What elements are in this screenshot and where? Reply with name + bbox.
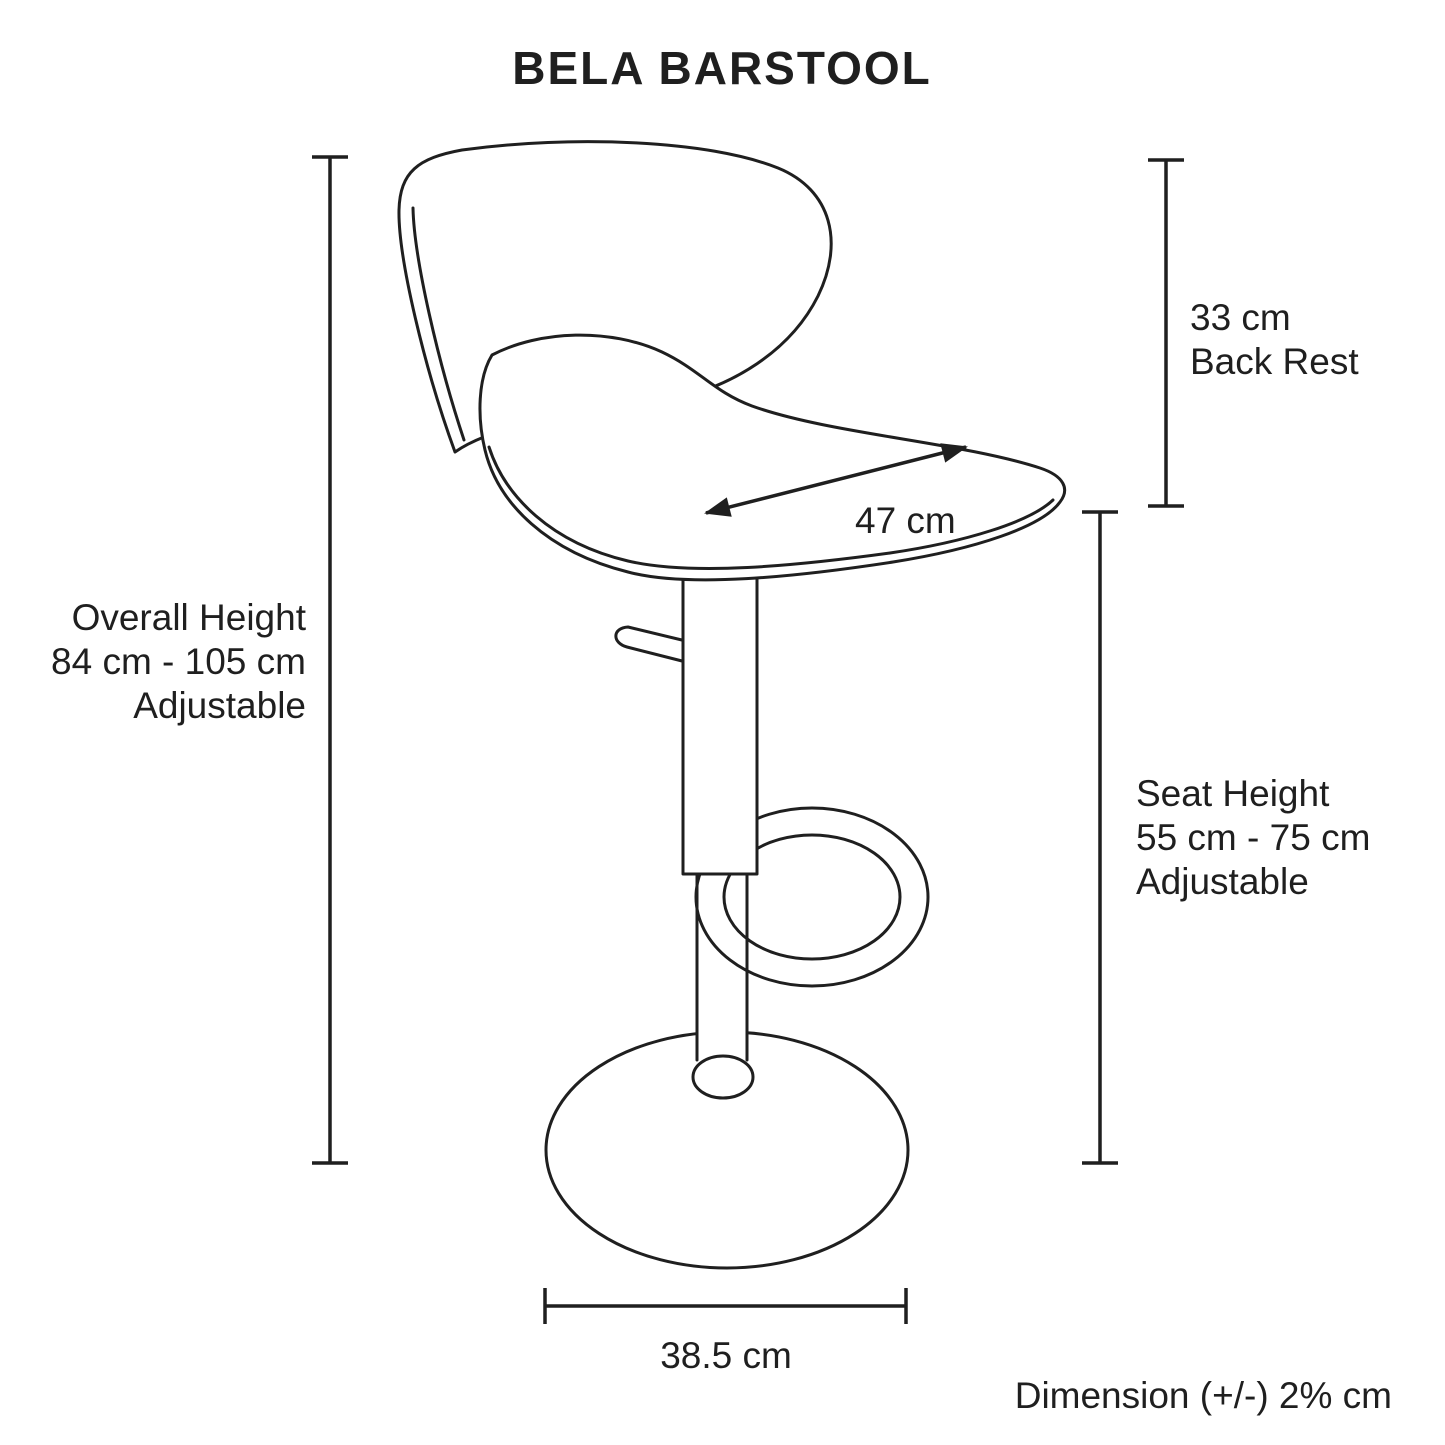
diagram-title: BELA BARSTOOL — [512, 42, 932, 94]
overall-height-dimension-line — [312, 155, 348, 1165]
barstool-upper-column — [681, 568, 759, 876]
barstool-drawing — [397, 140, 1066, 1270]
seat-depth-label: 47 cm — [855, 500, 956, 541]
seat-height-label-line3: Adjustable — [1136, 861, 1309, 902]
dimension-lines — [312, 155, 1184, 1324]
seat-height-label: Seat Height 55 cm - 75 cm Adjustable — [1136, 773, 1370, 902]
overall-height-label-line3: Adjustable — [133, 685, 306, 726]
seat-height-dimension-line — [1082, 510, 1118, 1165]
back-rest-label: 33 cm Back Rest — [1190, 297, 1359, 382]
base-width-dimension-line — [543, 1288, 908, 1324]
barstool-seat-piping-line — [487, 445, 1055, 571]
base-width-label: 38.5 cm — [660, 1335, 792, 1376]
tolerance-note: Dimension (+/-) 2% cm — [1015, 1375, 1392, 1416]
seat-height-label-line1: Seat Height — [1136, 773, 1330, 814]
overall-height-label-line1: Overall Height — [72, 597, 307, 638]
barstool-backrest-edge-line — [411, 206, 466, 442]
barstool-seat — [478, 333, 1066, 582]
barstool-lower-column — [695, 870, 749, 1064]
backrest-dimension-line — [1148, 158, 1184, 508]
overall-height-label: Overall Height 84 cm - 105 cm Adjustable — [51, 597, 307, 726]
seat-depth-arrow-icon — [704, 443, 968, 517]
back-rest-label-line2: Back Rest — [1190, 341, 1359, 382]
seat-height-label-line2: 55 cm - 75 cm — [1136, 817, 1370, 858]
barstool-footrest-ring — [694, 806, 930, 988]
barstool-column-foot — [691, 1054, 755, 1100]
overall-height-label-line2: 84 cm - 105 cm — [51, 641, 306, 682]
barstool-lever — [614, 625, 688, 664]
back-rest-label-line1: 33 cm — [1190, 297, 1291, 338]
